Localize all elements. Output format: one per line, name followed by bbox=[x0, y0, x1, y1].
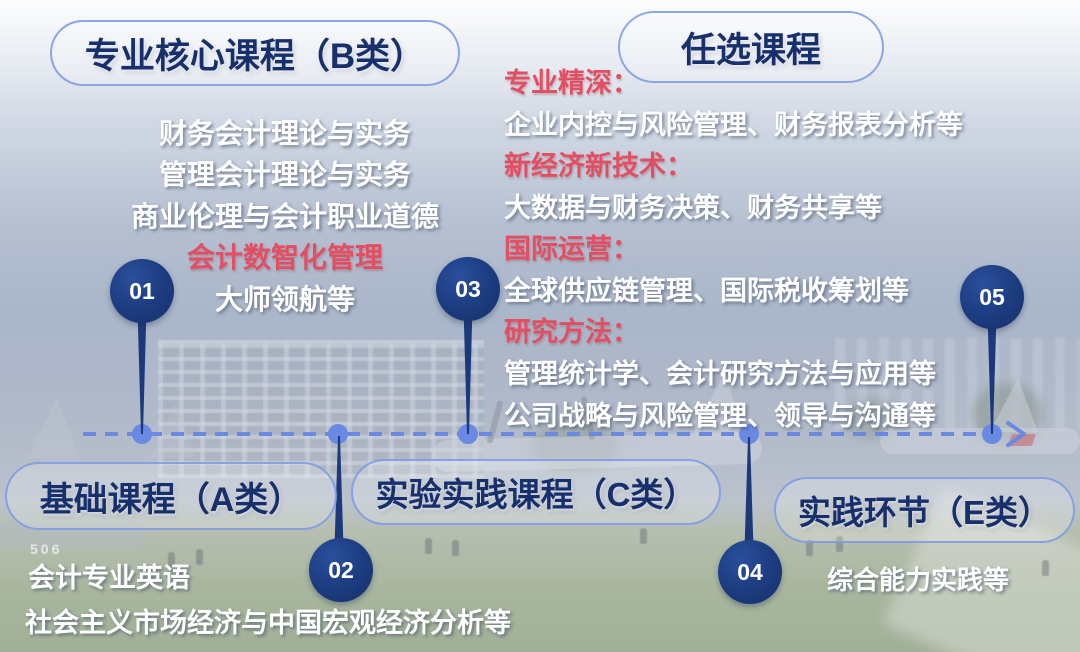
core-course-line: 管理会计理论与实务 bbox=[158, 159, 412, 190]
milestone-circle-04: 04 bbox=[718, 540, 782, 604]
pill-practice-e: 实践环节（E类） bbox=[774, 477, 1075, 543]
elective-course-line: 公司战略与风险管理、领导与沟通等 bbox=[504, 401, 936, 431]
elective-course-line: 全球供应链管理、国际税收筹划等 bbox=[504, 276, 909, 306]
milestone-stem bbox=[137, 310, 147, 434]
person-silhouette bbox=[452, 540, 459, 556]
elective-course-line: 大数据与财务决策、财务共享等 bbox=[504, 193, 882, 223]
elective-category-label: 新经济新技术： bbox=[504, 151, 693, 181]
milestone-circle-01: 01 bbox=[110, 259, 174, 323]
person-silhouette bbox=[425, 538, 432, 554]
elective-category-label: 国际运营： bbox=[504, 234, 639, 264]
core-course-line-highlight: 会计数智化管理 bbox=[186, 242, 384, 273]
basic-course-line: 会计专业英语 bbox=[28, 563, 190, 593]
practice-course-line: 综合能力实践等 bbox=[827, 565, 1010, 595]
core-course-line: 大师领航等 bbox=[214, 284, 356, 315]
elective-category-label: 专业精深： bbox=[504, 68, 639, 98]
pill-elective-courses: 任选课程 bbox=[618, 11, 884, 83]
milestone-stem bbox=[987, 316, 997, 434]
elective-course-line: 管理统计学、会计研究方法与应用等 bbox=[504, 359, 936, 389]
person-silhouette bbox=[640, 528, 647, 544]
person-silhouette bbox=[806, 540, 813, 556]
milestone-stem bbox=[334, 436, 344, 546]
elective-category-label: 研究方法： bbox=[504, 317, 639, 347]
core-course-line: 商业伦理与会计职业道德 bbox=[130, 201, 440, 232]
person-silhouette bbox=[836, 536, 843, 552]
milestone-stem bbox=[744, 437, 754, 548]
building-silhouette bbox=[835, 338, 1080, 430]
core-course-line: 财务会计理论与实务 bbox=[158, 118, 412, 149]
jet-number-marking: 506 bbox=[30, 541, 62, 557]
milestone-stem bbox=[463, 308, 473, 434]
milestone-circle-02: 02 bbox=[309, 538, 373, 602]
milestone-circle-05: 05 bbox=[960, 265, 1024, 329]
milestone-circle-03: 03 bbox=[436, 257, 500, 321]
pill-lab-courses-c: 实验实践课程（C类） bbox=[351, 459, 721, 525]
pill-basic-courses-a: 基础课程（A类） bbox=[5, 462, 337, 530]
building-silhouette bbox=[158, 340, 484, 478]
pill-core-courses-b: 专业核心课程（B类） bbox=[50, 20, 460, 86]
person-silhouette bbox=[196, 549, 203, 565]
basic-course-line: 社会主义市场经济与中国宏观经济分析等 bbox=[25, 608, 511, 638]
elective-course-line: 企业内控与风险管理、财务报表分析等 bbox=[504, 110, 963, 140]
lawn bbox=[0, 500, 1080, 652]
person-silhouette bbox=[168, 552, 175, 568]
person-silhouette bbox=[1042, 560, 1049, 576]
